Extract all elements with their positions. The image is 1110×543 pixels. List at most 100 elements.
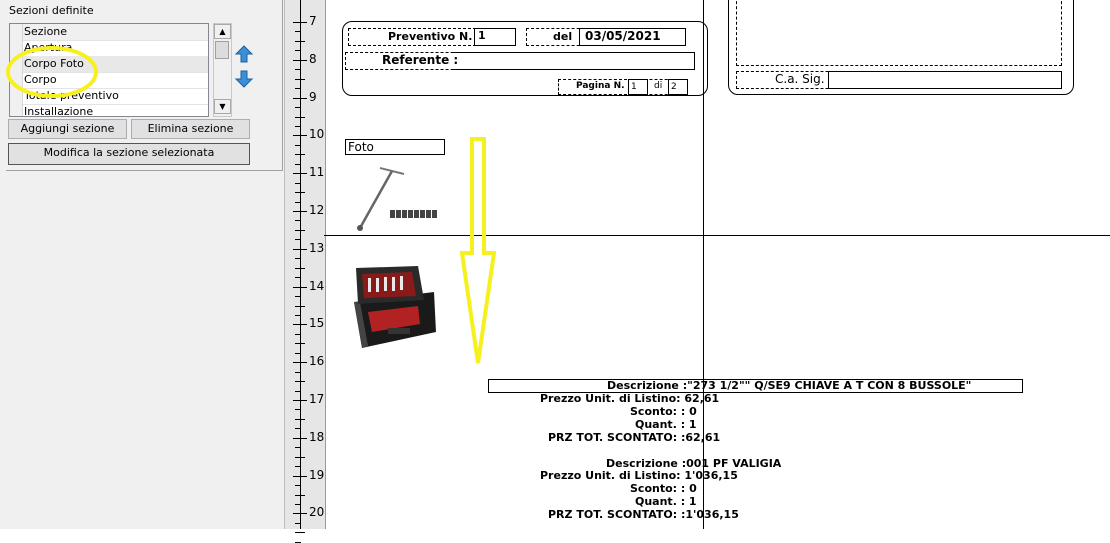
sections-panel: Sezioni definite Sezione Apertura Corpo … xyxy=(0,0,284,529)
item2-total: PRZ TOT. SCONTATO: :1'036,15 xyxy=(548,508,739,521)
ruler-tick xyxy=(295,163,301,165)
scroll-down-icon[interactable]: ▼ xyxy=(214,99,231,114)
item1-discount: Sconto: : 0 xyxy=(630,405,697,418)
report-canvas[interactable]: 1 Preventivo N. del 03/05/2021 Referente… xyxy=(324,0,1110,529)
ruler-tick xyxy=(295,239,301,241)
item2-price: Prezzo Unit. di Listino: 1'036,15 xyxy=(540,469,738,482)
item2-discount: Sconto: : 0 xyxy=(630,482,697,495)
ruler-mark-10: 10 xyxy=(309,127,325,142)
ruler-tick xyxy=(293,173,307,175)
ruler-tick xyxy=(293,475,307,477)
ruler-mark-20: 20 xyxy=(309,505,325,520)
ruler-tick xyxy=(293,513,307,515)
ruler-mark-14: 14 xyxy=(309,278,325,293)
item2-description: Descrizione :001 PF VALIGIA xyxy=(606,457,782,470)
delete-section-button[interactable]: Elimina sezione xyxy=(131,119,250,139)
tool-case-image xyxy=(354,266,436,348)
ruler-mark-18: 18 xyxy=(309,429,325,444)
ruler-tick xyxy=(295,485,301,487)
ruler-tick xyxy=(295,532,305,534)
ruler-tick xyxy=(295,522,301,524)
pagina-number-field[interactable]: 1 xyxy=(628,79,648,95)
ruler-mark-13: 13 xyxy=(309,240,325,255)
add-section-button[interactable]: Aggiungi sezione xyxy=(8,119,127,139)
ruler-tick xyxy=(295,88,301,90)
ruler-mark-17: 17 xyxy=(309,392,325,406)
ruler-tick xyxy=(295,50,301,52)
item1-quantity: Quant. : 1 xyxy=(635,418,697,431)
ruler-tick xyxy=(295,352,301,354)
ruler-tick xyxy=(295,371,301,373)
header-box xyxy=(342,21,708,96)
date-field[interactable]: 03/05/2021 xyxy=(579,28,686,46)
ruler-tick xyxy=(295,201,301,203)
ruler-tick xyxy=(295,456,305,458)
pagina-label: Pagina N. xyxy=(576,81,625,91)
t-wrench-image xyxy=(357,167,437,231)
item1-description-field[interactable] xyxy=(488,379,1023,393)
ruler-tick xyxy=(295,418,305,420)
ruler-tick xyxy=(295,494,305,496)
ruler-tick xyxy=(293,59,307,61)
ca-sig-label: C.a. Sig. xyxy=(775,72,825,86)
ruler-tick xyxy=(295,125,301,127)
sections-grid[interactable]: Sezione Apertura Corpo Foto Corpo Totale… xyxy=(9,23,209,117)
address-field[interactable] xyxy=(736,0,1062,66)
item1-description: Descrizione :"273 1/2"" Q/SE9 CHIAVE A T… xyxy=(607,379,972,392)
move-up-icon[interactable] xyxy=(234,44,254,64)
ruler-tick xyxy=(295,314,301,316)
ruler-tick xyxy=(295,305,305,307)
ruler-mark-7: 7 xyxy=(309,14,317,28)
ruler-tick xyxy=(293,97,307,99)
ruler-tick xyxy=(295,333,301,335)
vertical-guide-line xyxy=(703,0,704,529)
di-label: di xyxy=(654,81,663,91)
ruler-tick xyxy=(295,40,305,42)
grid-row-corpo-foto[interactable]: Corpo Foto xyxy=(10,56,208,73)
ruler-mark-9: 9 xyxy=(309,89,317,104)
pagina-total-field[interactable]: 2 xyxy=(668,79,688,95)
ruler-tick xyxy=(295,258,301,260)
ruler-tick xyxy=(293,437,307,439)
ruler-tick xyxy=(295,144,301,146)
ruler-tick xyxy=(293,362,307,364)
ruler-mark-8: 8 xyxy=(309,51,317,66)
scroll-up-icon[interactable]: ▲ xyxy=(214,24,231,39)
scroll-thumb[interactable] xyxy=(215,41,229,59)
move-down-icon[interactable] xyxy=(234,69,254,89)
ruler-tick xyxy=(293,324,307,326)
referente-label: Referente : xyxy=(382,53,459,67)
ruler-tick xyxy=(295,503,301,505)
item1-price: Prezzo Unit. di Listino: 62,61 xyxy=(540,392,720,405)
ruler-tick xyxy=(295,69,301,71)
ruler-mark-11: 11 xyxy=(309,165,325,180)
recipient-box xyxy=(728,0,1074,95)
ruler-tick xyxy=(295,296,301,298)
ruler-tick xyxy=(295,267,305,269)
foto-field[interactable]: Foto xyxy=(345,139,445,155)
ruler-tick xyxy=(295,390,301,392)
ruler-tick xyxy=(295,381,305,383)
ruler-mark-16: 16 xyxy=(309,354,325,369)
ruler-tick xyxy=(293,22,307,23)
modify-section-button[interactable]: Modifica la sezione selezionata xyxy=(8,143,250,165)
ca-sig-field[interactable] xyxy=(828,71,1062,89)
ruler-tick xyxy=(295,277,301,279)
item1-total: PRZ TOT. SCONTATO: :62,61 xyxy=(548,431,721,444)
ruler-tick xyxy=(295,78,305,80)
grid-scrollbar[interactable]: ▲ ▼ xyxy=(213,23,232,117)
ruler-tick xyxy=(295,466,301,468)
ruler-tick xyxy=(295,220,301,222)
del-label: del xyxy=(553,30,573,43)
ruler-tick xyxy=(295,182,301,184)
ruler-mark-19: 19 xyxy=(309,467,325,482)
ruler-tick xyxy=(295,192,305,194)
grid-row-installazione[interactable]: Installazione xyxy=(10,104,208,116)
ruler-tick xyxy=(293,400,307,401)
ruler-tick xyxy=(295,343,305,345)
ruler-tick xyxy=(295,31,301,33)
preventivo-number-field[interactable]: 1 xyxy=(474,28,516,46)
ruler-tick xyxy=(295,107,301,109)
referente-field[interactable] xyxy=(452,52,695,70)
